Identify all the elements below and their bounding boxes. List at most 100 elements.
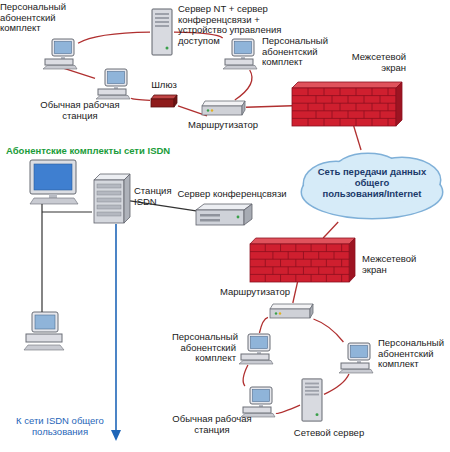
brick-mortar — [372, 118, 373, 126]
status-led — [211, 109, 213, 111]
brick-mortar — [324, 88, 325, 96]
brick-mortar — [250, 259, 349, 260]
router-icon — [200, 100, 246, 116]
node-label: Межсетевой экран — [362, 254, 432, 275]
brick-mortar — [380, 111, 381, 119]
drive-slot — [155, 21, 169, 23]
status-led — [237, 216, 240, 219]
station-front — [94, 180, 124, 223]
network-link — [131, 98, 150, 100]
isdn-wire — [42, 211, 92, 212]
station-side — [124, 174, 130, 223]
station-panel — [97, 212, 121, 216]
brick-mortar — [372, 88, 373, 96]
pc-icon — [222, 38, 258, 70]
keyboard — [30, 198, 78, 204]
brick-mortar — [308, 118, 309, 126]
status-led — [166, 47, 169, 50]
subscriber-pc: Персональный абонентский комплект — [338, 342, 374, 374]
gateway-side — [174, 95, 177, 107]
node-label: Обычная рабочая станция — [168, 414, 256, 435]
monitor-body — [248, 334, 270, 351]
firewall: Межсетевой экран — [250, 238, 355, 282]
brick-mortar — [303, 252, 304, 260]
gateway-top — [151, 95, 177, 99]
brick-mortar — [340, 118, 341, 126]
node-label: Персональный абонентский комплект — [378, 338, 448, 370]
node-label: Маршрутизатор — [215, 287, 295, 298]
drive-slot — [200, 219, 220, 222]
drive-slot — [305, 394, 319, 396]
node-label: Персональный абонентский комплект — [172, 332, 236, 364]
system-unit — [98, 89, 126, 95]
brick-mortar — [308, 88, 309, 96]
server-case — [152, 9, 172, 55]
wall-front — [292, 88, 396, 126]
isdn-wire — [41, 204, 42, 312]
router-side — [242, 101, 245, 115]
network-note: К сети ISDN общего пользования — [10, 416, 110, 437]
network-link — [235, 70, 252, 100]
network-link — [246, 106, 292, 107]
brick-mortar — [356, 103, 357, 111]
brick-mortar — [348, 111, 349, 119]
brick-mortar — [340, 88, 341, 96]
brick-mortar — [295, 244, 296, 252]
brick-mortar — [388, 88, 389, 96]
brick-mortar — [265, 259, 266, 267]
brick-mortar — [332, 96, 333, 104]
brick-mortar — [272, 267, 273, 275]
drive-slot — [155, 13, 169, 15]
brick-mortar — [356, 118, 357, 126]
brick-mortar — [288, 252, 289, 260]
brick-mortar — [388, 103, 389, 111]
station-panel — [97, 191, 121, 195]
network-link — [63, 68, 95, 78]
keyboard — [43, 66, 77, 70]
monitor-body — [250, 387, 272, 404]
router-top — [270, 304, 313, 309]
brick-mortar — [326, 259, 327, 267]
drive-slot — [155, 17, 169, 19]
keyboard — [24, 345, 64, 350]
isdn-station: Станция ISDN — [92, 172, 130, 224]
tower-icon — [150, 8, 174, 56]
brick-mortar — [341, 259, 342, 267]
conference-server: Сервер конференцсвязи — [196, 204, 252, 226]
server-case — [302, 379, 322, 421]
brick-mortar — [311, 274, 312, 282]
brick-mortar — [341, 244, 342, 252]
monitor-screen — [108, 72, 125, 84]
brick-mortar — [326, 244, 327, 252]
isdn-terminal-pc — [24, 312, 64, 350]
system-unit — [341, 363, 369, 369]
arrow-head — [111, 430, 121, 441]
brick-mortar — [364, 96, 365, 104]
network-link — [259, 317, 268, 333]
node-label: Межсетевой экран — [328, 52, 406, 73]
pc-icon — [338, 342, 374, 374]
keyboard — [223, 66, 257, 70]
wall-top — [250, 238, 355, 244]
monitor-screen — [35, 315, 55, 329]
brick-mortar — [332, 111, 333, 119]
cloud-outline — [302, 166, 442, 218]
brick-mortar — [311, 244, 312, 252]
pc-icon — [42, 38, 78, 70]
monitor-screen — [55, 42, 72, 54]
brick-mortar — [334, 252, 335, 260]
network-server: Сетевой сервер — [300, 378, 324, 422]
drive-slot — [305, 383, 319, 385]
brick-mortar — [280, 259, 281, 267]
node-label: Обычная рабочая станция — [36, 100, 124, 121]
monitor-screen — [251, 337, 268, 349]
network-cloud: Сеть передачи данных общего пользования/… — [298, 150, 446, 222]
server-front — [196, 210, 244, 225]
node-label: Сервер конференцсвязи — [170, 189, 294, 200]
brick-mortar — [250, 274, 349, 275]
router-top — [202, 101, 245, 106]
monitor-body — [232, 39, 254, 56]
wall-icon — [250, 238, 355, 282]
brick-mortar — [311, 259, 312, 267]
